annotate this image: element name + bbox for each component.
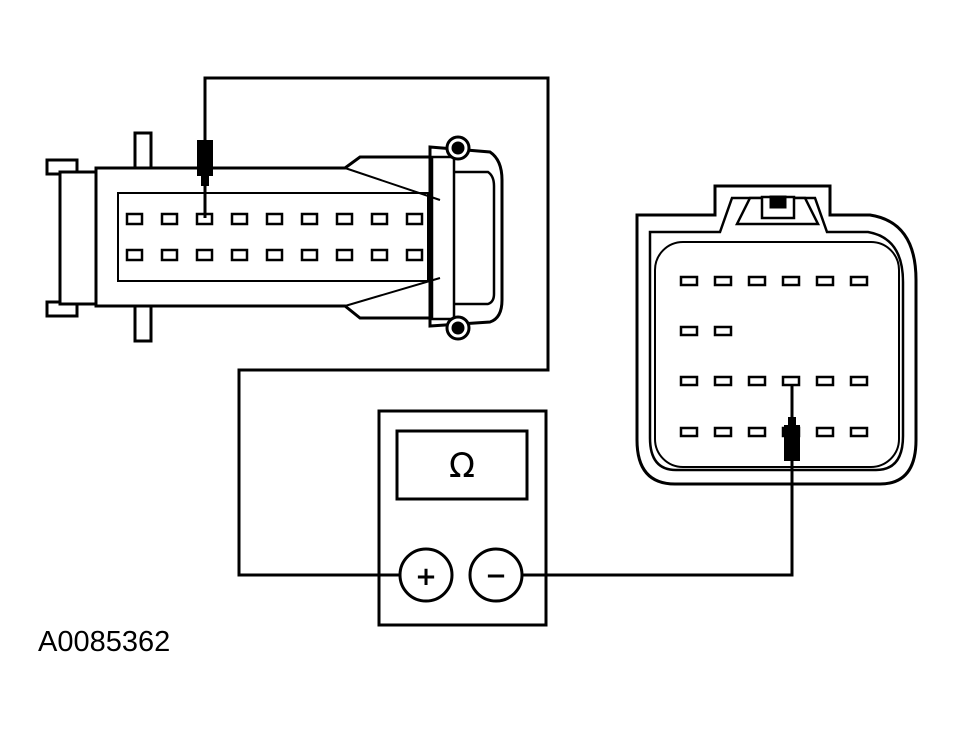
left-connector-pins — [125, 212, 424, 262]
probe-right — [784, 417, 800, 461]
connector-pin — [160, 212, 179, 226]
connector-pin — [370, 248, 389, 262]
connector-pin — [405, 212, 424, 226]
connector-pin — [405, 248, 424, 262]
connector-pin — [849, 275, 869, 287]
ohmmeter — [377, 409, 548, 627]
connector-pin — [335, 248, 354, 262]
connector-pin — [679, 375, 699, 387]
connector-pin — [849, 375, 869, 387]
positive-terminal-label: + — [415, 562, 437, 592]
connector-pin — [679, 275, 699, 287]
probe-left — [197, 140, 213, 186]
positive-terminal — [398, 547, 454, 603]
connector-pin — [747, 426, 767, 438]
connector-pin — [265, 212, 284, 226]
connector-pin — [713, 375, 733, 387]
connector-pin — [781, 375, 801, 387]
meter-display-symbol: Ω — [449, 446, 475, 486]
connector-pin — [815, 375, 835, 387]
left-connector — [45, 131, 504, 343]
connector-pin — [713, 426, 733, 438]
connector-pin — [160, 248, 179, 262]
figure-id: A0085362 — [38, 626, 171, 658]
connector-pin — [265, 248, 284, 262]
connector-pin — [849, 426, 869, 438]
connector-pin — [300, 248, 319, 262]
negative-terminal — [468, 547, 524, 603]
connector-pin — [679, 325, 699, 337]
connector-pin — [747, 275, 767, 287]
connector-pin — [815, 275, 835, 287]
connector-pin — [230, 212, 249, 226]
connector-pin — [713, 325, 733, 337]
connector-pin — [125, 212, 144, 226]
connector-pin — [230, 248, 249, 262]
connector-pin — [815, 426, 835, 438]
connector-pin — [125, 248, 144, 262]
right-connector — [635, 184, 918, 486]
connector-pin — [335, 212, 354, 226]
connector-pin — [747, 375, 767, 387]
connector-pin — [713, 275, 733, 287]
connector-pin — [300, 212, 319, 226]
connector-pin — [781, 275, 801, 287]
connector-pin — [370, 212, 389, 226]
connector-pin — [195, 248, 214, 262]
negative-terminal-label: − — [485, 561, 507, 591]
connector-pin — [679, 426, 699, 438]
